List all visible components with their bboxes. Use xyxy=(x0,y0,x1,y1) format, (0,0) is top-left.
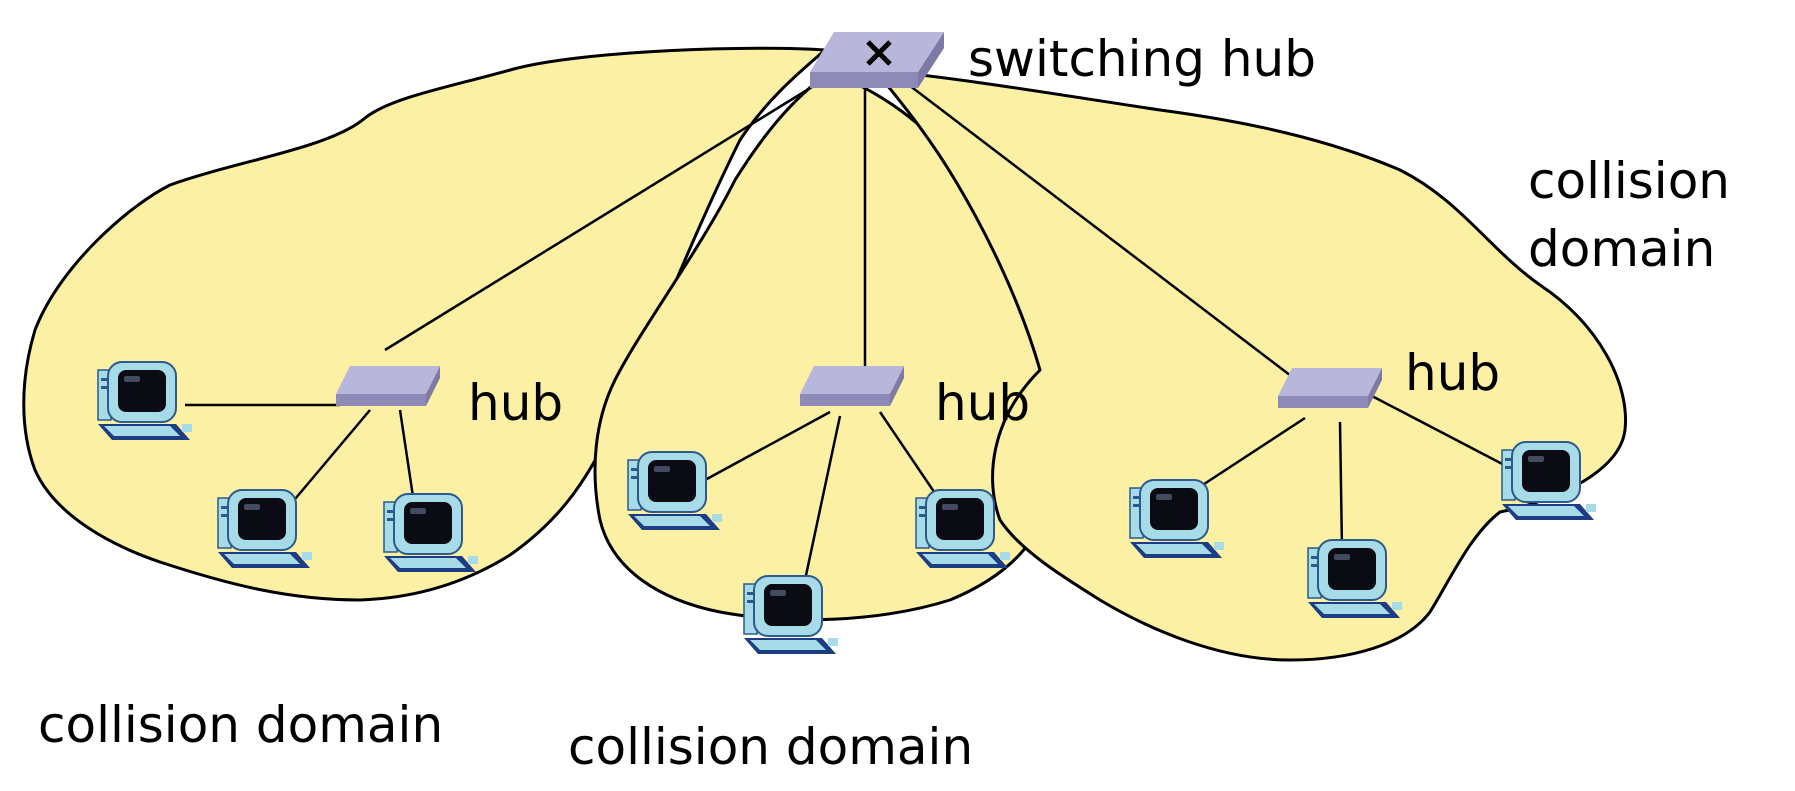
collision-domain-right-label-line1: collision xyxy=(1528,152,1730,210)
hub-left-label: hub xyxy=(468,374,563,432)
link-hub-right-pc2 xyxy=(1338,421,1344,551)
hub-icon xyxy=(1278,368,1382,408)
hub-middle-label: hub xyxy=(935,374,1030,432)
collision-domain-right-region xyxy=(873,68,1628,662)
switching-hub xyxy=(810,32,944,88)
collision-domain-middle-label: collision domain xyxy=(568,718,973,776)
link-switch-to-hub-left xyxy=(384,80,821,352)
hub-icon xyxy=(336,366,440,406)
link-hub-left-pc2 xyxy=(289,409,371,506)
hub-right-label: hub xyxy=(1405,344,1500,402)
switch-x-icon xyxy=(810,32,944,88)
links xyxy=(185,80,1511,581)
link-hub-middle-pc2 xyxy=(803,415,842,581)
hub-icon xyxy=(800,366,904,406)
link-hub-right-pc1 xyxy=(1194,416,1306,492)
link-hub-right-pc3 xyxy=(1369,393,1511,470)
collision-domain-right-label-line2: domain xyxy=(1528,220,1715,278)
switching-hub-label: switching hub xyxy=(968,30,1316,88)
link-switch-to-hub-right xyxy=(904,81,1321,399)
link-hub-middle-pc1 xyxy=(704,410,831,482)
collision-domain-left-label: collision domain xyxy=(38,696,443,754)
